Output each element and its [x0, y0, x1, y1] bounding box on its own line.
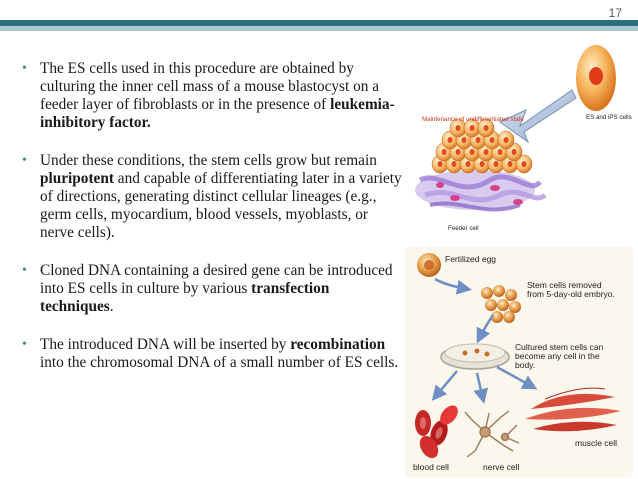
- bullet-dot-icon: •: [22, 337, 27, 352]
- es-cell-nucleus: [479, 161, 485, 167]
- muscle-cells-icon: [525, 387, 621, 432]
- slide-header-band: [0, 0, 638, 31]
- es-cell-nucleus: [469, 125, 475, 131]
- es-cell-nucleus: [455, 149, 461, 155]
- label-feeder: Feeder cell: [448, 225, 479, 232]
- es-cell-nucleus: [497, 149, 503, 155]
- embryo-cell: [493, 285, 505, 297]
- embryo-cell: [505, 289, 517, 301]
- label-maintenance: Maintenance of undifferentiated state: [422, 116, 524, 123]
- blood-cells-icon: [415, 405, 458, 459]
- bullet-text: Under these conditions, the stem cells g…: [40, 152, 377, 169]
- header-band-light: [0, 26, 638, 31]
- label-stem-removed: Stem cells removed from 5-day-old embryo…: [527, 280, 615, 299]
- arrow-icon: [473, 372, 489, 404]
- embryo-cell: [481, 287, 493, 299]
- bullet-item: • Under these conditions, the stem cells …: [22, 152, 402, 242]
- embryo-cell: [503, 311, 515, 323]
- label-nerve-cell: nerve cell: [483, 462, 520, 472]
- es-cell-nucleus: [483, 149, 489, 155]
- es-cell-nucleus: [507, 161, 513, 167]
- es-cell-nucleus: [465, 161, 471, 167]
- es-cell-icon: [576, 45, 616, 111]
- embryo-cells-icon: [481, 285, 521, 323]
- arrow-icon: [431, 370, 458, 401]
- es-cell-nucleus: [521, 161, 527, 167]
- arrow-icon: [434, 277, 472, 295]
- bullet-bold-text: recombination: [290, 336, 386, 353]
- petri-dish-icon: [440, 343, 510, 370]
- embryo-cell: [509, 301, 521, 313]
- bullet-bold-text: leukemia-inhibitory factor.: [40, 96, 395, 131]
- bullet-text: and capable of differentiating later in …: [40, 170, 402, 241]
- es-cell-nucleus: [461, 137, 467, 143]
- page-number: 17: [608, 6, 622, 20]
- es-cell-nucleus: [493, 161, 499, 167]
- header-band-dark: [0, 20, 638, 26]
- arrow-icon: [476, 314, 495, 344]
- stem-cell-differentiation-diagram: Fertilized egg Stem cells removed from 5…: [405, 247, 633, 477]
- bullet-text: Cloned DNA containing a desired gene can…: [40, 262, 393, 297]
- fertilized-egg-icon: [417, 253, 441, 277]
- es-cell-nucleus: [451, 161, 457, 167]
- embryo-cell: [485, 299, 497, 311]
- bullet-text: into the chromosomal DNA of a small numb…: [40, 354, 399, 371]
- label-cultured: Cultured stem cells can become any cell …: [515, 342, 604, 370]
- es-colony-icon: [431, 118, 533, 174]
- bullet-dot-icon: •: [22, 61, 27, 76]
- es-cell-nucleus: [447, 137, 453, 143]
- embryo-cell: [491, 311, 503, 323]
- bullet-item: •The introduced DNA will be inserted by …: [22, 336, 402, 372]
- bullet-item: • Cloned DNA containing a desired gene ca…: [22, 262, 402, 316]
- arrow-icon: [496, 365, 538, 390]
- es-cell-nucleus: [503, 137, 509, 143]
- bullet-text: .: [109, 298, 114, 315]
- label-blood-cell: blood cell: [413, 462, 449, 472]
- es-cell-nucleus: [441, 149, 447, 155]
- label-muscle-cell: muscle cell: [575, 438, 618, 448]
- nerve-cells-icon: [464, 410, 520, 458]
- es-cell-nucleus: [455, 125, 461, 131]
- es-cell-nucleus: [469, 149, 475, 155]
- embryo-cell: [497, 299, 509, 311]
- feeder-cells-icon: [415, 170, 547, 212]
- bullet-bold-text: pluripotent: [40, 170, 114, 187]
- label-es-ips: ES and iPS cells: [586, 114, 632, 121]
- label-fertilized-egg: Fertilized egg: [445, 254, 497, 264]
- es-cell-nucleus: [489, 137, 495, 143]
- es-cell-nucleus: [475, 137, 481, 143]
- differentiation-art: [415, 253, 621, 459]
- es-cell-nucleus: [483, 125, 489, 131]
- bullet-dot-icon: •: [22, 153, 27, 168]
- bullet-text: The introduced DNA will be inserted by: [40, 336, 291, 353]
- bullet-list: • The ES cells used in this procedure are…: [22, 60, 402, 392]
- bullet-item: • The ES cells used in this procedure are…: [22, 60, 402, 132]
- es-cell-nucleus: [511, 149, 517, 155]
- bullet-dot-icon: •: [22, 263, 27, 278]
- es-cell-nucleus: [437, 161, 443, 167]
- bullet-bold-text: transfection techniques: [40, 280, 330, 315]
- arrow-icon: [499, 89, 577, 144]
- bullet-text: The ES cells used in this procedure are …: [40, 60, 379, 113]
- feeder-layer-diagram: Maintenance of undifferentiated state ES…: [415, 45, 632, 232]
